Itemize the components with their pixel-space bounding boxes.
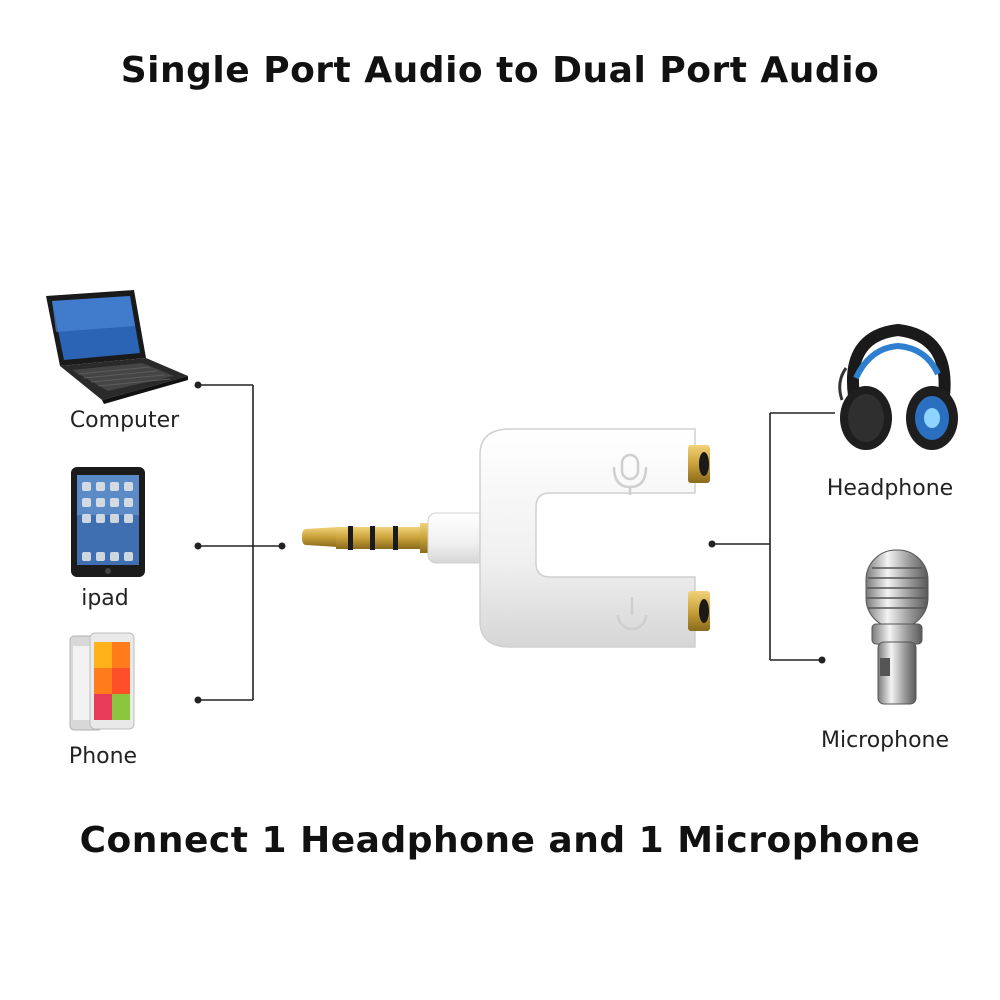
connector-dot <box>194 542 202 550</box>
output-label-microphone: Microphone <box>820 728 950 753</box>
headphone-icon <box>838 323 958 450</box>
source-label-ipad: ipad <box>81 586 129 611</box>
y-splitter-adapter-icon <box>302 428 710 648</box>
connector-dot <box>194 381 202 389</box>
connector-dot <box>818 656 826 664</box>
source-label-computer: Computer <box>69 408 180 433</box>
output-label-headphone: Headphone <box>826 476 954 501</box>
connector-dot <box>708 540 716 548</box>
connector-dot <box>278 542 286 550</box>
microphone-icon <box>865 549 929 705</box>
page-title: Single Port Audio to Dual Port Audio <box>120 50 880 91</box>
tablet-icon <box>71 467 145 577</box>
connector-dot <box>194 696 202 704</box>
source-label-phone: Phone <box>68 744 138 769</box>
laptop-icon <box>46 290 188 404</box>
phone-icon <box>69 632 135 731</box>
page-subtitle: Connect 1 Headphone and 1 Microphone <box>79 820 921 861</box>
